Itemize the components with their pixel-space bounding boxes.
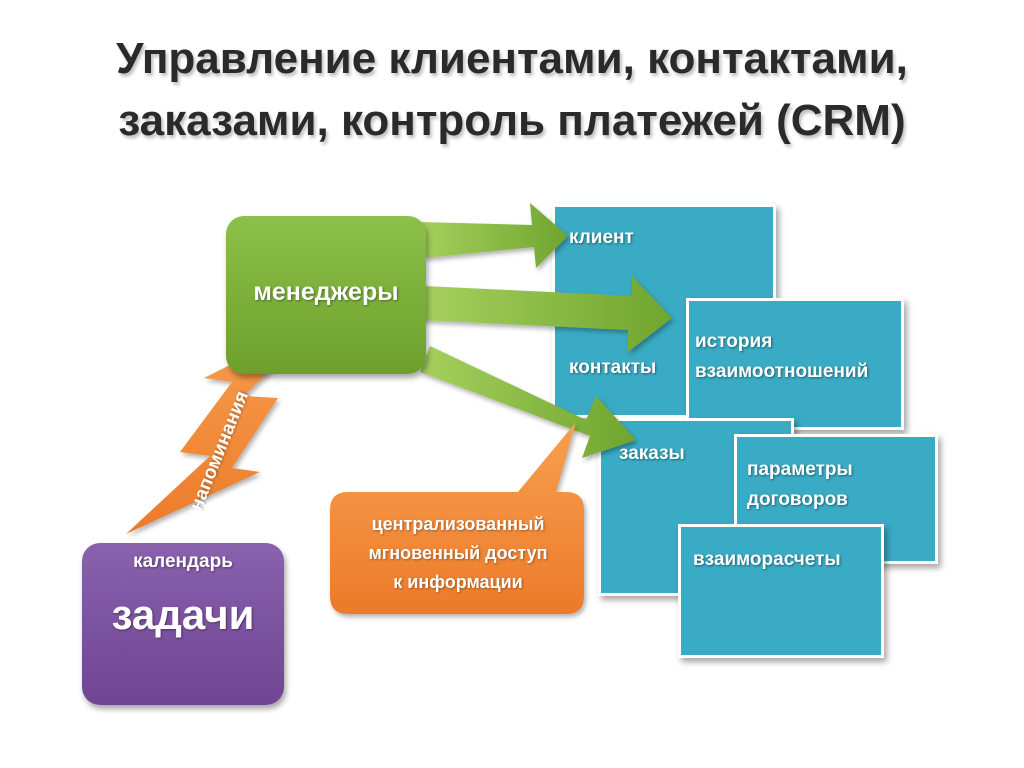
callout-bubble — [330, 422, 584, 614]
orders-label: заказы — [619, 443, 685, 464]
callout-line-1: централизованный — [371, 514, 545, 534]
box-history: история взаимоотношений — [686, 298, 904, 430]
callout-line-2: мгновенный доступ — [368, 543, 548, 563]
tasks-node: календарь задачи — [82, 543, 284, 705]
arrow-to-client — [420, 203, 568, 268]
callout-text: централизованный мгновенный доступ к инф… — [332, 510, 584, 597]
reminder-lightning — [126, 318, 324, 534]
contract-params-label-line2: договоров — [747, 489, 848, 510]
title-line-1: Управление клиентами, контактами, — [116, 34, 908, 83]
contract-params-label-line1: параметры — [747, 459, 853, 480]
arrow-to-history — [420, 276, 672, 352]
history-label-line2: взаимоотношений — [695, 361, 869, 382]
client-label: клиент — [569, 227, 634, 248]
history-label-line1: история — [695, 331, 773, 352]
title-line-2: заказами, контроль платежей (CRM) — [118, 96, 906, 145]
managers-node: менеджеры — [226, 216, 426, 374]
page-title: Управление клиентами, контактами, заказа… — [0, 28, 1024, 152]
box-settlements: взаиморасчеты — [678, 524, 884, 658]
settlements-label: взаиморасчеты — [693, 549, 841, 570]
contacts-label: контакты — [569, 357, 657, 378]
tasks-label: задачи — [111, 591, 255, 638]
callout-line-3: к информации — [393, 572, 523, 592]
arrow-to-orders — [420, 346, 636, 458]
calendar-label: календарь — [133, 551, 233, 572]
managers-label: менеджеры — [253, 278, 399, 306]
